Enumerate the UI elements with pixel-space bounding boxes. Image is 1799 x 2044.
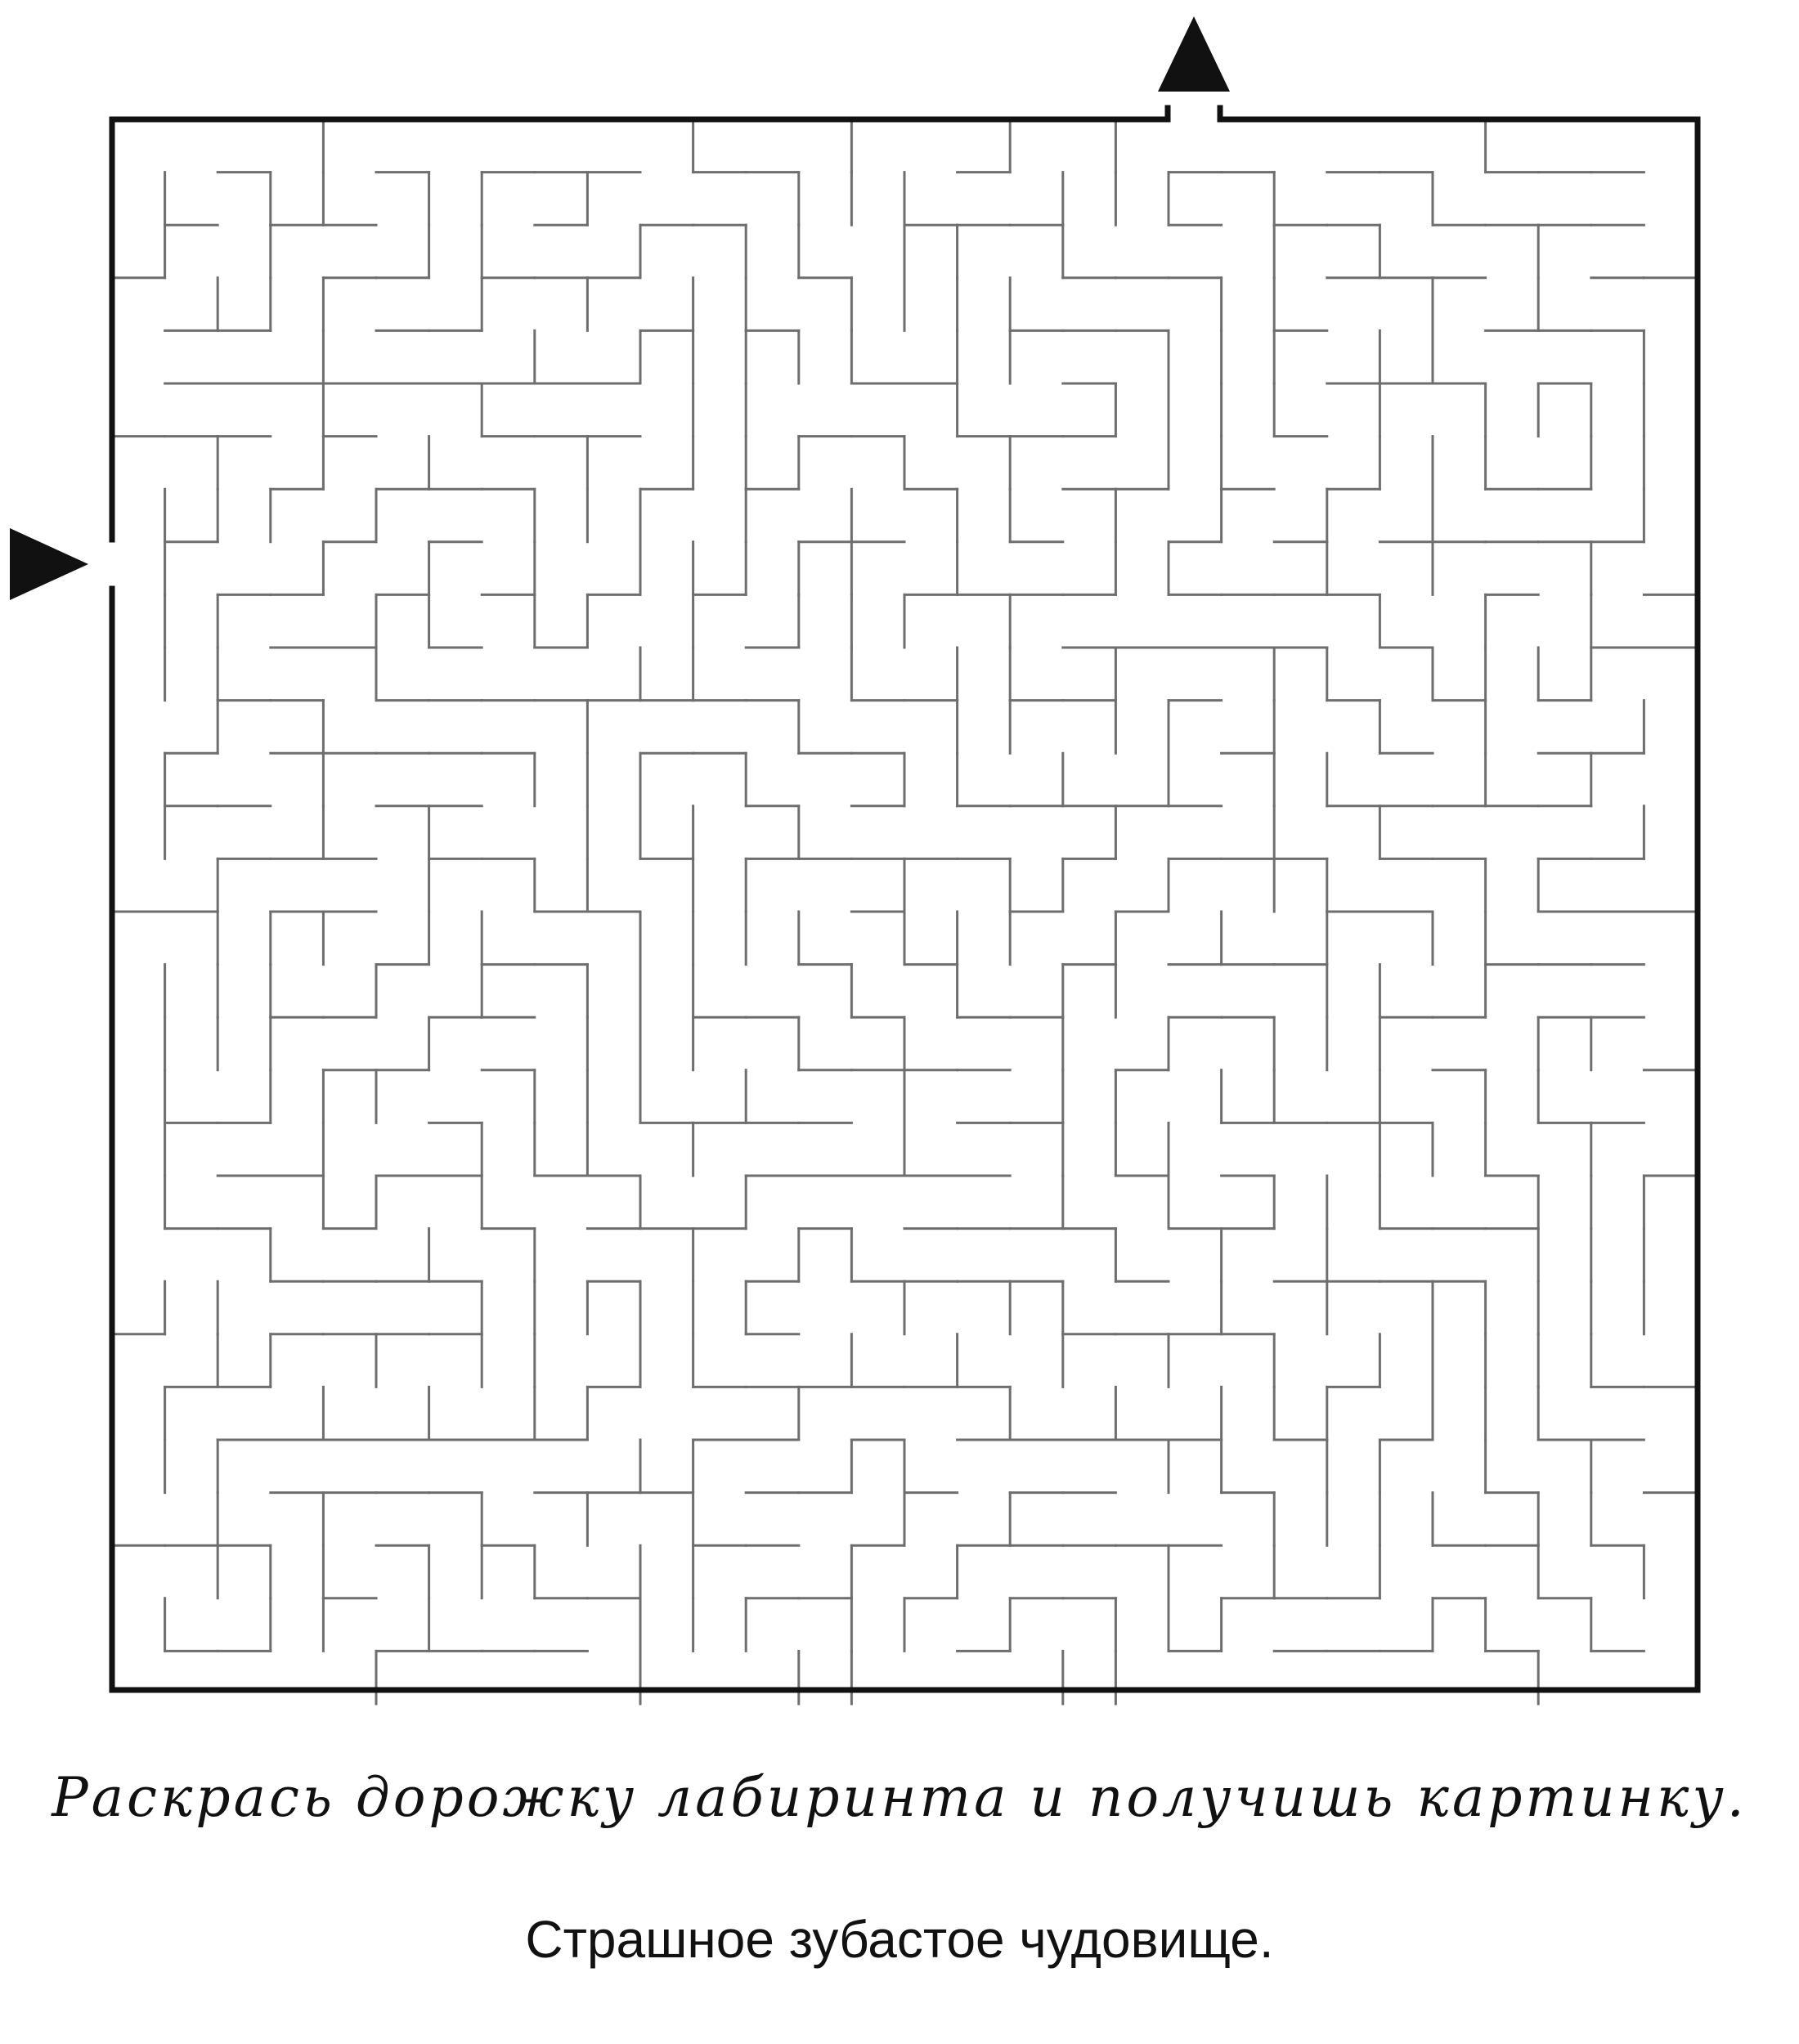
triangle-up-icon [1158, 16, 1230, 92]
caption-text: Страшное зубастое чудовище. [525, 1910, 1274, 1969]
maze-inner-walls [110, 118, 1698, 1706]
triangle-right-icon [10, 528, 88, 600]
maze-grid [10, 16, 1701, 1706]
instruction-text: Раскрась дорожку лабиринта и получишь ка… [52, 1766, 1747, 1829]
maze [10, 16, 1701, 1706]
maze-outer-border [109, 105, 1701, 1693]
